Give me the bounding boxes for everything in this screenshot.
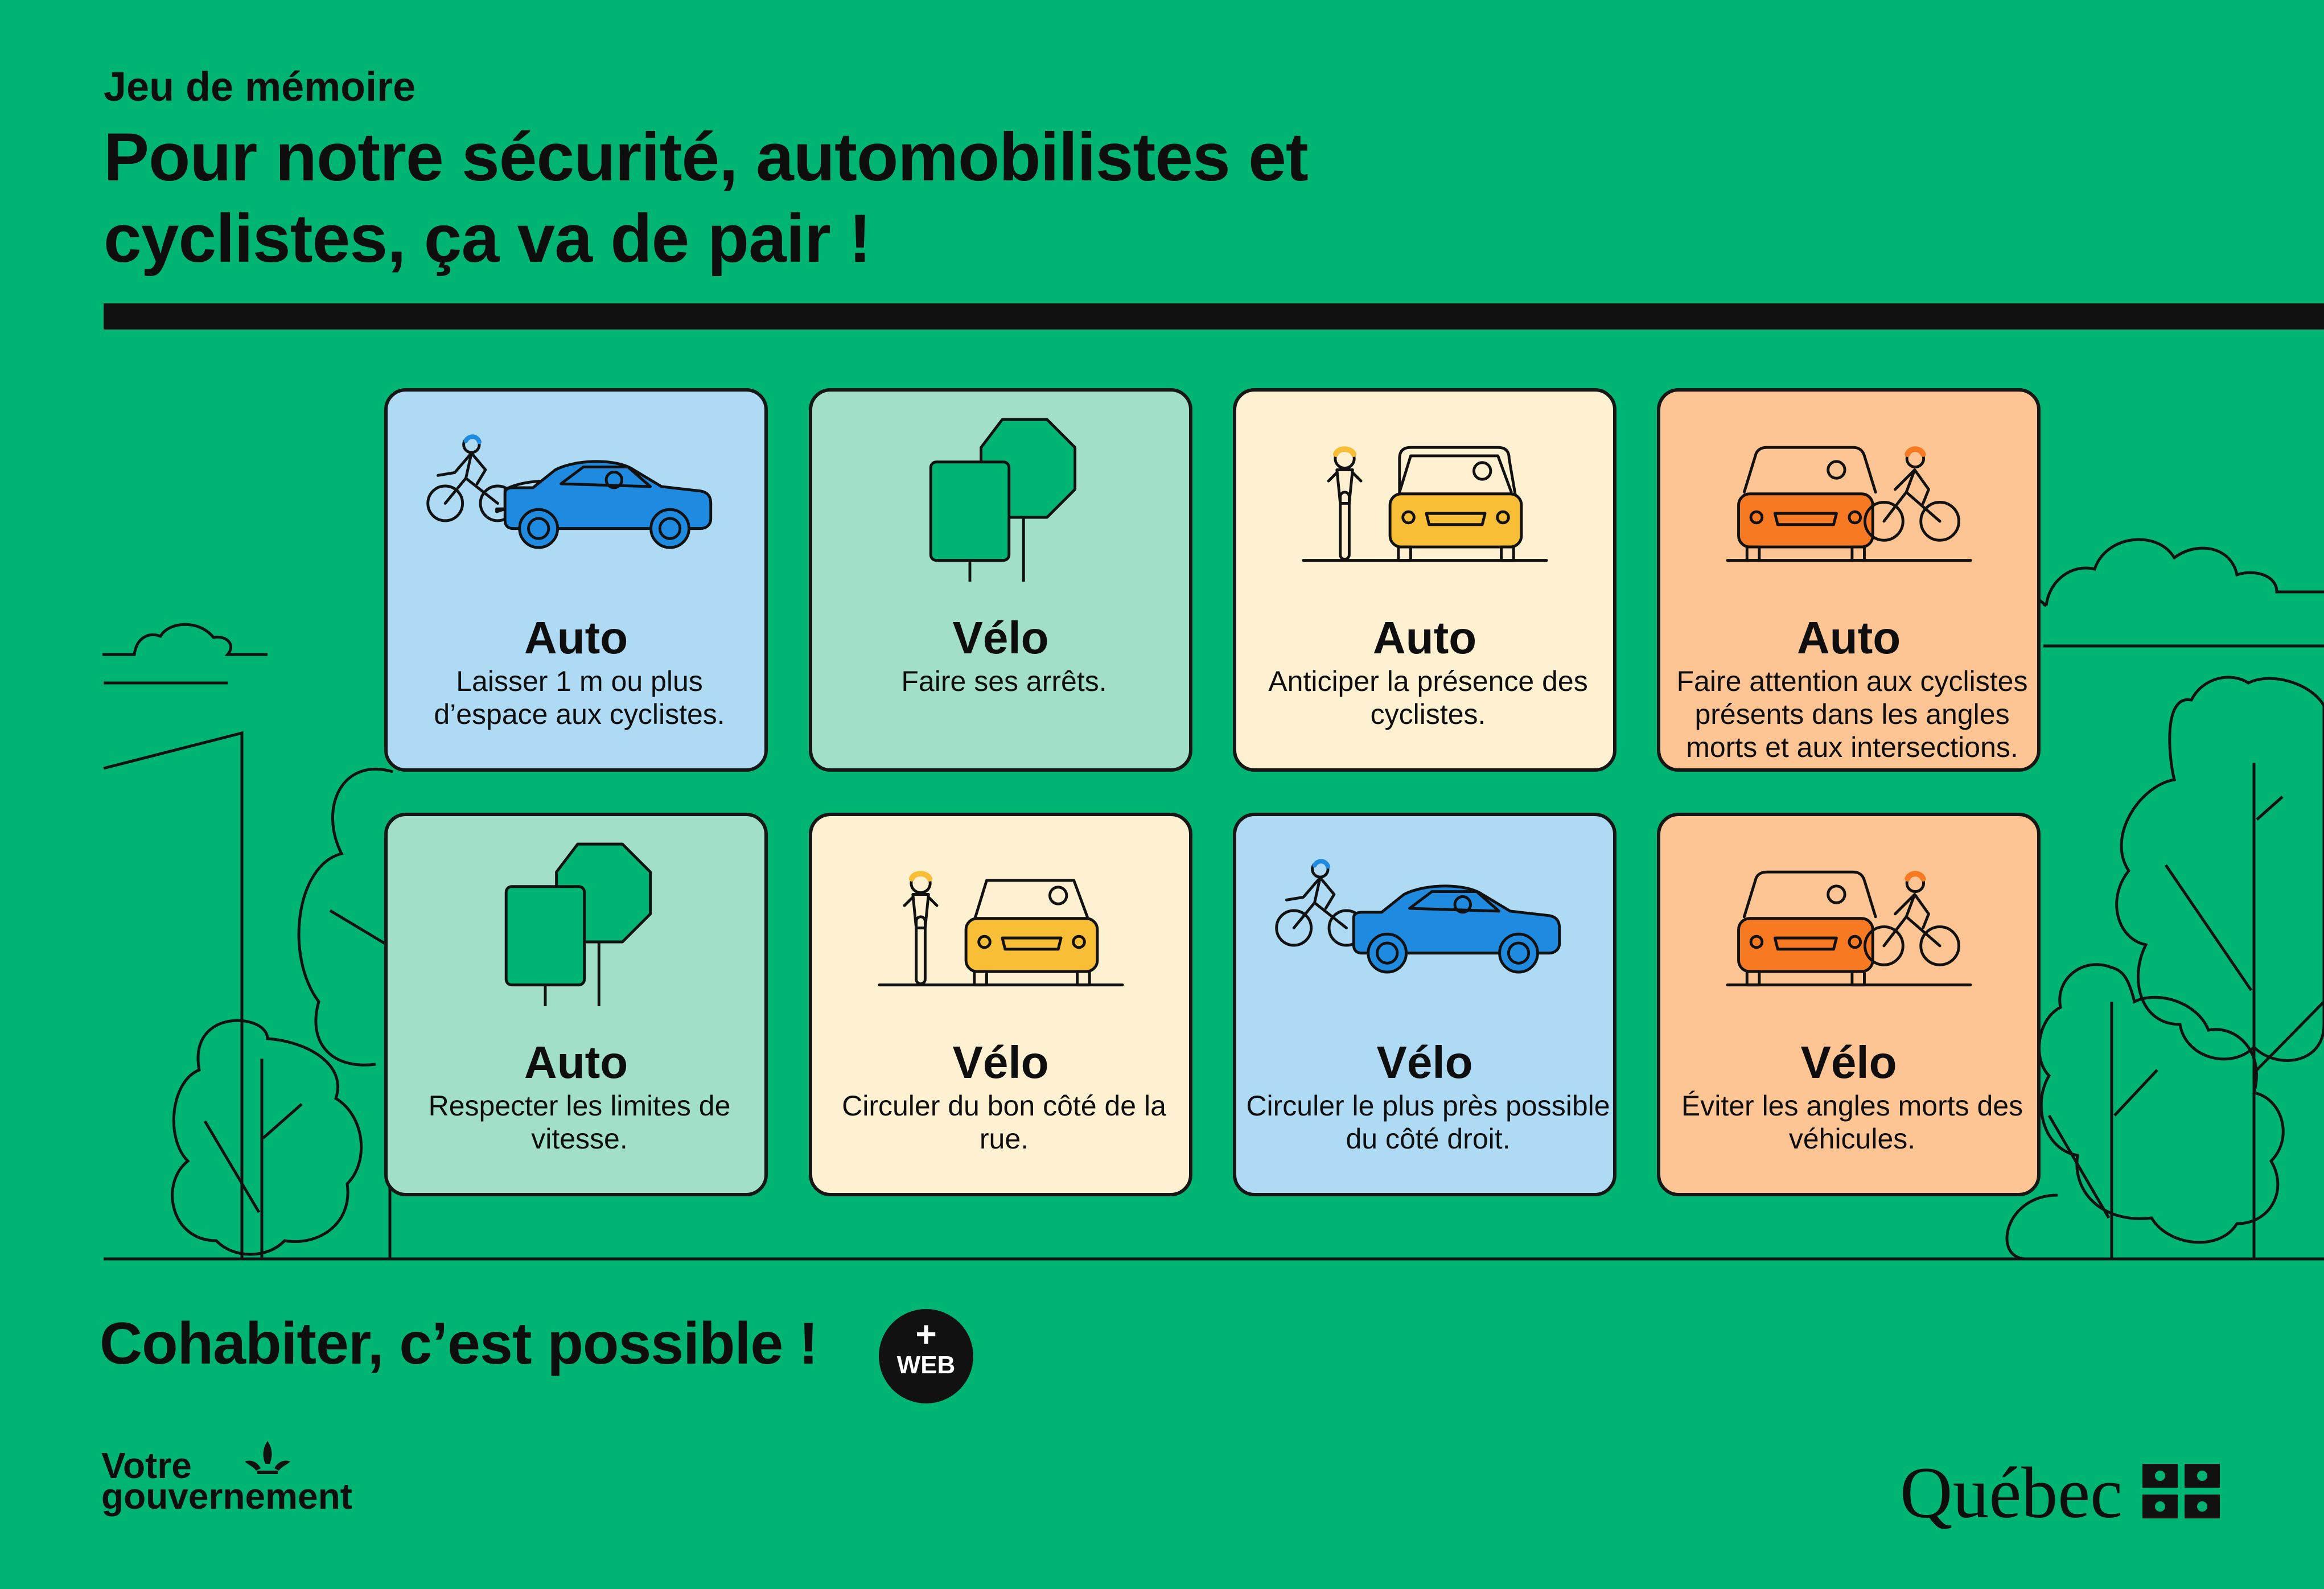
- stop-signs-icon: [504, 842, 652, 1006]
- logo-line-1: Votre: [101, 1445, 192, 1486]
- card-title: Auto: [1372, 612, 1477, 663]
- card-description: Respecter les limites de vitesse.: [428, 1090, 731, 1155]
- votre-gouvernement-logo: Votre gouvernement: [101, 1445, 352, 1517]
- memory-card-1[interactable]: Auto Laisser 1 m ou plus d’espace aux cy…: [384, 388, 768, 772]
- car-cyclist-blindspot-icon: [1726, 446, 1972, 562]
- card-description: Faire attention aux cyclistes présents d…: [1676, 665, 2028, 763]
- card-description: Faire ses arrêts.: [901, 665, 1107, 697]
- stop-signs-icon: [929, 418, 1077, 582]
- bike-passing-car-icon: [426, 434, 713, 549]
- card-description: Circuler du bon côté de la rue.: [842, 1090, 1166, 1155]
- fleur-de-lis-icon: [245, 1441, 290, 1474]
- card-description: Circuler le plus près possible du côté d…: [1246, 1090, 1610, 1155]
- car-cyclist-blindspot-icon: [1726, 870, 1972, 987]
- game-subtitle: Jeu de mémoire: [104, 64, 416, 110]
- quebec-flag-icon: [2142, 1464, 2220, 1518]
- cyclist-beside-car-icon: [878, 871, 1124, 987]
- web-badge-button[interactable]: + WEB: [879, 1309, 973, 1403]
- card-description: Anticiper la présence des cyclistes.: [1268, 665, 1588, 730]
- plus-icon: +: [915, 1314, 937, 1355]
- memory-card-8[interactable]: Vélo Éviter les angles morts des véhicul…: [1657, 813, 2041, 1196]
- memory-card-6[interactable]: Vélo Circuler du bon côté de la rue.: [809, 813, 1192, 1196]
- memory-card-4[interactable]: Auto Faire attention aux cyclistes prése…: [1657, 388, 2041, 772]
- web-badge-label: WEB: [896, 1351, 956, 1379]
- card-description: Laisser 1 m ou plus d’espace aux cyclist…: [434, 665, 725, 730]
- card-title: Vélo: [952, 612, 1049, 663]
- memory-card-5[interactable]: Auto Respecter les limites de vitesse.: [384, 813, 768, 1196]
- tagline: Cohabiter, c’est possible !: [100, 1311, 818, 1377]
- memory-card-7[interactable]: Vélo Circuler le plus près possible du c…: [1233, 813, 1616, 1196]
- card-title: Vélo: [952, 1037, 1049, 1088]
- logo-line-2: gouvernement: [101, 1476, 352, 1517]
- page-title: Pour notre sécurité, automobilistes et c…: [104, 119, 1309, 277]
- bike-passing-car-icon: [1275, 859, 1561, 974]
- title-divider: [104, 303, 2324, 330]
- card-title: Vélo: [1800, 1037, 1897, 1088]
- card-title: Auto: [524, 612, 628, 663]
- card-title: Auto: [1796, 612, 1901, 663]
- memory-card-2[interactable]: Vélo Faire ses arrêts.: [809, 388, 1192, 772]
- card-title: Vélo: [1376, 1037, 1473, 1088]
- cyclist-beside-car-icon: [1302, 446, 1548, 562]
- memory-card-3[interactable]: Auto Anticiper la présence des cyclistes…: [1233, 388, 1616, 772]
- quebec-logo-wordmark: Québec: [1900, 1452, 2123, 1533]
- card-title: Auto: [524, 1037, 628, 1088]
- card-description: Éviter les angles morts des véhicules.: [1681, 1090, 2023, 1155]
